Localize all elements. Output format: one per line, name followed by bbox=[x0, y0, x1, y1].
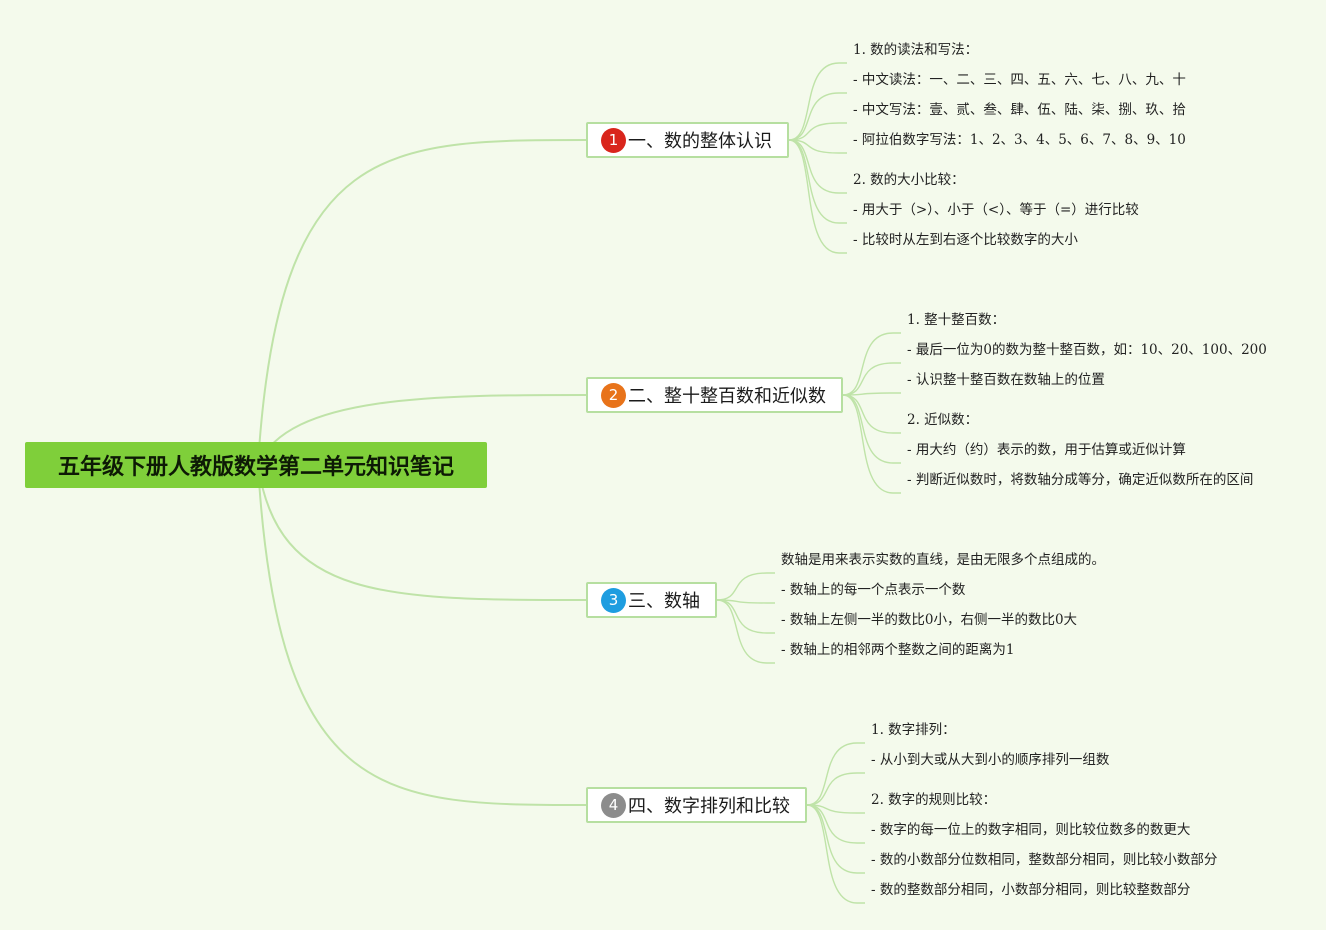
connector-line bbox=[257, 394, 587, 466]
leaf-topic[interactable]: - 数的小数部分位数相同，整数部分相同，则比较小数部分 bbox=[871, 852, 1218, 868]
connector-line bbox=[716, 572, 775, 601]
connector-line bbox=[716, 599, 775, 634]
root-topic[interactable]: 五年级下册人教版数学第二单元知识笔记 bbox=[25, 442, 487, 488]
leaf-topic[interactable]: 1. 数的读法和写法： bbox=[853, 42, 979, 58]
leaf-topic[interactable]: - 认识整十整百数在数轴上的位置 bbox=[907, 372, 1105, 388]
connector-line bbox=[842, 392, 901, 396]
leaf-topic[interactable]: - 中文读法：一、二、三、四、五、六、七、八、九、十 bbox=[853, 72, 1186, 88]
leaf-topic[interactable]: - 中文写法：壹、贰、叁、肆、伍、陆、柒、捌、玖、拾 bbox=[853, 102, 1186, 118]
branch-topic-3[interactable]: 3 三、数轴 bbox=[586, 582, 717, 618]
number-badge-icon: 2 bbox=[601, 382, 626, 408]
number-badge-icon: 3 bbox=[601, 587, 626, 613]
leaf-topic[interactable]: 1. 整十整百数： bbox=[907, 312, 1006, 328]
connector-line bbox=[788, 139, 847, 154]
leaf-topic[interactable]: - 阿拉伯数字写法：1、2、3、4、5、6、7、8、9、10 bbox=[853, 132, 1186, 148]
connector-line bbox=[806, 772, 865, 806]
leaf-topic[interactable]: - 判断近似数时，将数轴分成等分，确定近似数所在的区间 bbox=[907, 472, 1254, 488]
connector-line bbox=[842, 362, 901, 396]
connector-line bbox=[788, 139, 847, 194]
connector-line bbox=[842, 394, 901, 464]
leaf-topic[interactable]: 2. 数字的规则比较： bbox=[871, 792, 997, 808]
leaf-topic[interactable]: - 用大约（约）表示的数，用于估算或近似计算 bbox=[907, 442, 1186, 458]
connector-line bbox=[716, 599, 775, 664]
connector-line bbox=[788, 122, 847, 141]
number-badge-icon: 1 bbox=[601, 127, 626, 153]
leaf-topic[interactable]: - 从小到大或从大到小的顺序排列一组数 bbox=[871, 752, 1110, 768]
connector-line bbox=[716, 599, 775, 604]
branch-topic-2[interactable]: 2 二、整十整百数和近似数 bbox=[586, 377, 843, 413]
connector-line bbox=[806, 804, 865, 874]
branch-topic-4[interactable]: 4 四、数字排列和比较 bbox=[586, 787, 807, 823]
leaf-topic[interactable]: - 最后一位为0的数为整十整百数，如：10、20、100、200 bbox=[907, 342, 1267, 358]
leaf-topic[interactable]: - 比较时从左到右逐个比较数字的大小 bbox=[853, 232, 1078, 248]
number-badge-icon: 4 bbox=[601, 792, 626, 818]
connector-line bbox=[806, 804, 865, 814]
leaf-topic[interactable]: 2. 近似数： bbox=[907, 412, 979, 428]
connector-line bbox=[788, 139, 847, 254]
branch-topic-1[interactable]: 1 一、数的整体认识 bbox=[586, 122, 789, 158]
leaf-topic[interactable]: - 数字的每一位上的数字相同，则比较位数多的数更大 bbox=[871, 822, 1191, 838]
leaf-topic[interactable]: - 数的整数部分相同，小数部分相同，则比较整数部分 bbox=[871, 882, 1191, 898]
leaf-topic[interactable]: - 数轴上的每一个点表示一个数 bbox=[781, 582, 966, 598]
branch-label: 四、数字排列和比较 bbox=[628, 796, 790, 817]
leaf-topic[interactable]: - 数轴上左侧一半的数比0小，右侧一半的数比0大 bbox=[781, 612, 1078, 628]
connector-line bbox=[806, 804, 865, 844]
connector-line bbox=[788, 92, 847, 141]
branch-label: 二、整十整百数和近似数 bbox=[628, 386, 826, 407]
connector-line bbox=[842, 394, 901, 434]
connector-line bbox=[788, 62, 847, 141]
leaf-topic[interactable]: 2. 数的大小比较： bbox=[853, 172, 965, 188]
leaf-topic[interactable]: - 用大于（>）、小于（<）、等于（=）进行比较 bbox=[853, 202, 1139, 218]
branch-label: 一、数的整体认识 bbox=[628, 131, 772, 152]
connector-line bbox=[806, 742, 865, 806]
leaf-topic[interactable]: 数轴是用来表示实数的直线，是由无限多个点组成的。 bbox=[781, 552, 1105, 568]
branch-label: 三、数轴 bbox=[628, 591, 700, 612]
connector-line bbox=[806, 804, 865, 904]
leaf-topic[interactable]: 1. 数字排列： bbox=[871, 722, 956, 738]
connector-line bbox=[257, 464, 587, 806]
connector-line bbox=[257, 139, 587, 466]
connector-line bbox=[842, 332, 901, 396]
connector-line bbox=[257, 464, 587, 601]
connector-line bbox=[842, 394, 901, 494]
leaf-topic[interactable]: - 数轴上的相邻两个整数之间的距离为1 bbox=[781, 642, 1015, 658]
